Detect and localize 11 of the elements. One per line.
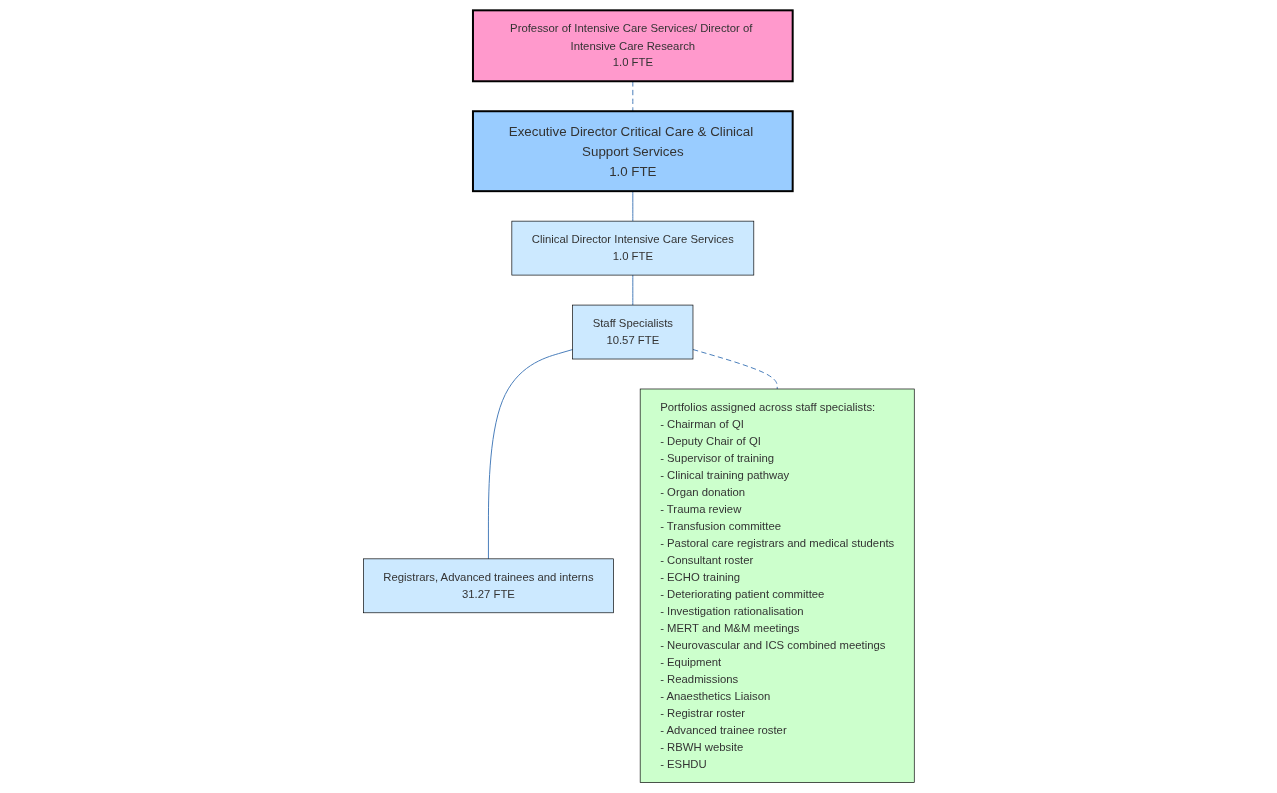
connector bbox=[487, 349, 573, 560]
node-box: Professor of Intensive Care Services/ Director of Intensive Care Research 1.0 FTE bbox=[471, 9, 794, 83]
connector bbox=[632, 190, 634, 222]
connector bbox=[632, 274, 634, 306]
node-box: Registrars, Advanced trainees and interns 31.27 FTE bbox=[362, 558, 614, 614]
node-box: Staff Specialists 10.57 FTE bbox=[572, 304, 694, 360]
node-box: Clinical Director Intensive Care Services 1.0 FTE bbox=[511, 220, 754, 276]
connector bbox=[692, 349, 778, 390]
node-box: Executive Director Critical Care & Clinical Support Services 1.0 FTE bbox=[471, 110, 794, 193]
node-box: Portfolios assigned across staff specialists: - Chairman of QI - Deputy Chair of QI - Supervisor of training - Clinical training pathway - Organ donation - Trauma review - Transfusion committee - Pastoral care registrars and medical students - Consultant roster - ECHO training - Deteriorating patient committee - Investigation rationalisation - MERT and M&M meetings - Neurovascular and ICS combined meetings - Equipment - Readmissions - Anaesthetics Liaison - Registrar roster - Advanced trainee roster - RBWH website - ESHDU bbox=[639, 388, 915, 783]
connector bbox=[632, 80, 634, 112]
